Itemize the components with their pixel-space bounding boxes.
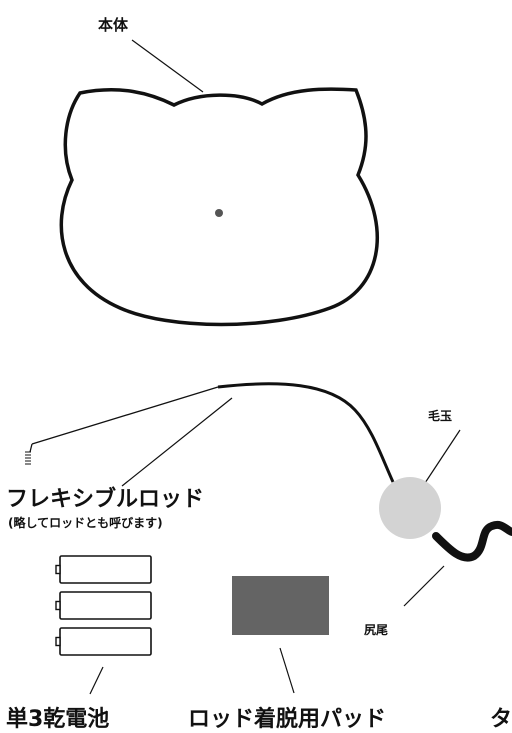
pompom-ball xyxy=(379,477,441,539)
rod-leader-line xyxy=(121,397,233,487)
pompom: 毛玉 xyxy=(379,408,461,539)
pad-leader-line xyxy=(279,647,295,694)
pompom-leader-line xyxy=(424,429,461,484)
battery-cell xyxy=(55,555,152,584)
battery-terminal xyxy=(55,636,61,647)
battery-body xyxy=(59,627,152,656)
rod-curve xyxy=(217,382,395,483)
tail-label: 尻尾 xyxy=(364,623,388,637)
battery-cell xyxy=(55,591,152,620)
pad-rect xyxy=(232,576,329,635)
rod-tip xyxy=(29,443,33,453)
pompom-label: 毛玉 xyxy=(428,408,452,423)
cut-off-label: タ xyxy=(490,707,512,732)
rod-label: フレキシブルロッド xyxy=(6,486,204,512)
battery-terminal xyxy=(55,600,61,611)
battery-label: 単3乾電池 xyxy=(6,706,109,732)
rod-detach-pad: ロッド着脱用パッド xyxy=(188,576,386,732)
battery-body xyxy=(59,555,152,584)
battery-cell xyxy=(55,627,152,656)
tail-cord xyxy=(432,520,512,562)
body-leader-line xyxy=(131,39,204,93)
center-dot xyxy=(215,209,223,217)
main-body: 本体 xyxy=(59,16,379,327)
rod-note-label: (略してロッドとも呼びます) xyxy=(8,515,163,530)
pad-label: ロッド着脱用パッド xyxy=(188,706,386,732)
flexible-rod: フレキシブルロッド (略してロッドとも呼びます) xyxy=(6,382,395,530)
rod-thin-end xyxy=(31,386,219,445)
battery-terminal xyxy=(55,564,61,575)
battery-leader-line xyxy=(89,666,104,695)
tail-leader-line xyxy=(403,565,445,607)
cat-head-outline xyxy=(59,87,379,327)
aa-batteries xyxy=(55,555,152,656)
battery-body xyxy=(59,591,152,620)
spring-icon xyxy=(25,451,31,465)
tail: 尻尾 xyxy=(364,520,512,637)
body-label: 本体 xyxy=(98,16,129,34)
